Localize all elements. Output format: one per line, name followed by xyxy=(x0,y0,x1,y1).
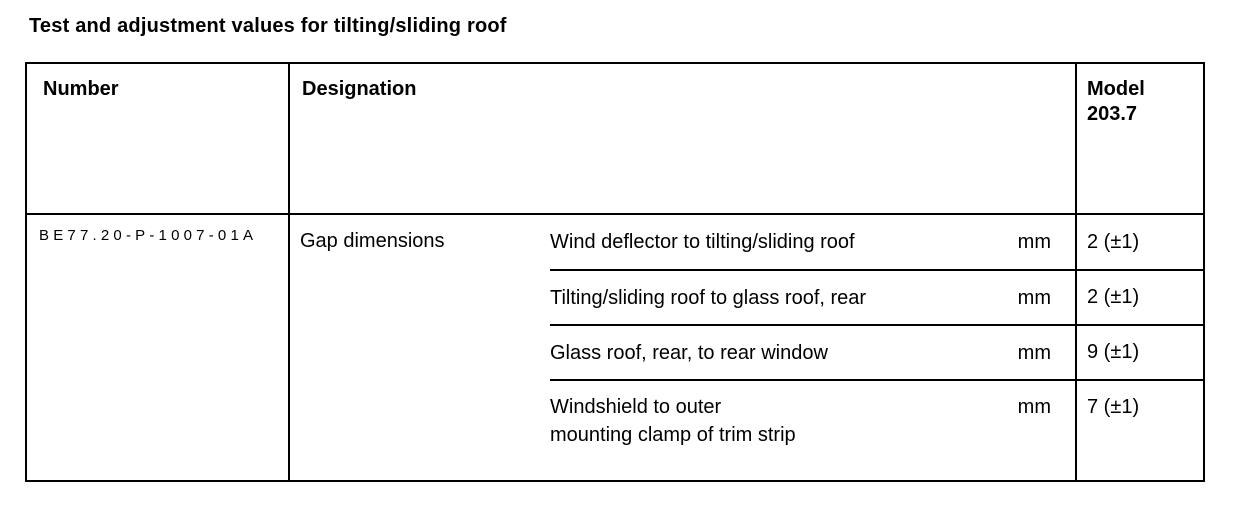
unit-label: mm xyxy=(1017,286,1051,309)
column-header-number: Number xyxy=(27,64,288,215)
subrow-wind-deflector: Wind deflector to tilting/sliding roof m… xyxy=(550,215,1075,271)
value-wind-deflector: 2 (±1) xyxy=(1077,215,1203,271)
column-header-model: Model 203.7 xyxy=(1075,64,1203,215)
subrow-label: Glass roof, rear, to rear window xyxy=(550,341,828,364)
subrow-label: Windshield to outer mounting clamp of tr… xyxy=(550,396,796,446)
designation-group-label: Gap dimensions xyxy=(300,230,445,252)
designation-subrows: Wind deflector to tilting/sliding roof m… xyxy=(550,215,1075,480)
unit-label: mm xyxy=(1017,341,1051,364)
page-title: Test and adjustment values for tilting/s… xyxy=(29,15,507,37)
subrow-roof-to-glass-rear: Tilting/sliding roof to glass roof, rear… xyxy=(550,271,1075,326)
subrow-windshield-to-clamp: Windshield to outer mounting clamp of tr… xyxy=(550,381,1075,480)
unit-label: mm xyxy=(1017,231,1051,253)
value-roof-to-glass-rear: 2 (±1) xyxy=(1077,271,1203,326)
unit-label: mm xyxy=(1017,396,1051,418)
row-designation-cell: Gap dimensions Wind deflector to tilting… xyxy=(288,215,1075,480)
value-windshield-to-clamp: 7 (±1) xyxy=(1087,396,1140,418)
subrow-label: Tilting/sliding roof to glass roof, rear xyxy=(550,286,867,309)
row-model-values-cell: 2 (±1) 2 (±1) 9 (±1) 7 (±1) xyxy=(1075,215,1203,480)
subrow-label: Wind deflector to tilting/sliding roof xyxy=(550,231,855,253)
column-header-designation: Designation xyxy=(288,64,1075,215)
row-number-cell: BE77.20-P-1007-01A xyxy=(39,227,258,244)
subrow-glass-rear-to-window: Glass roof, rear, to rear window mm xyxy=(550,326,1075,381)
value-glass-rear-to-window: 9 (±1) xyxy=(1077,326,1203,381)
test-values-table: Number Designation Model 203.7 BE77.20-P… xyxy=(25,62,1205,482)
